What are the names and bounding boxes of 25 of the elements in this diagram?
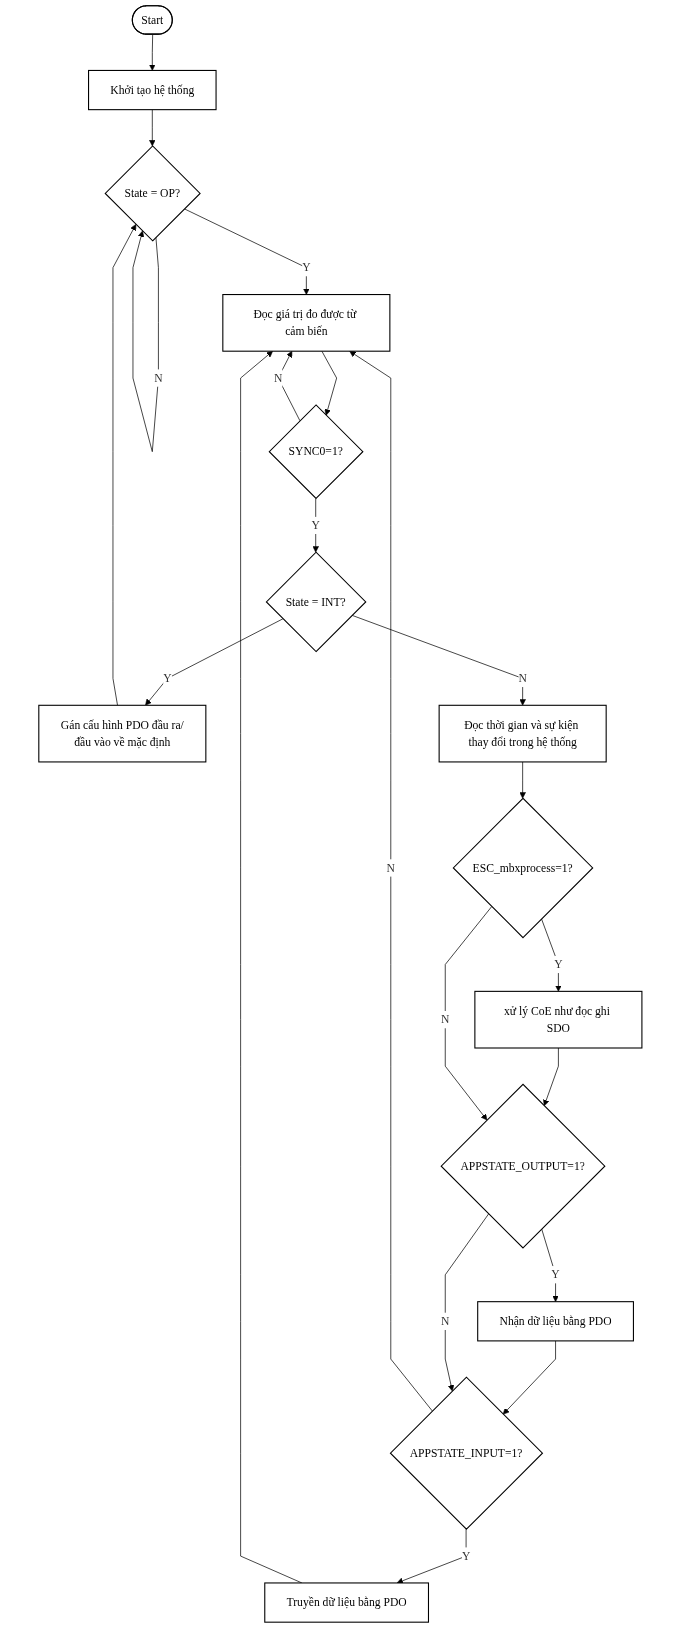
edge-label: N <box>274 371 283 384</box>
node-diamond: State = INT? <box>265 551 367 653</box>
edge-label: Y <box>163 671 172 685</box>
edge-label: N <box>518 671 527 685</box>
edge-label: Y <box>311 518 321 532</box>
node-box: Khởi tạo hệ thống <box>88 69 217 111</box>
edge-label: N <box>441 1314 450 1328</box>
edge-label: N <box>386 861 396 874</box>
node-box: Nhận dữ liệu bằng PDO <box>477 1301 635 1342</box>
node-box: Truyền dữ liệu bằng PDO <box>264 1582 430 1623</box>
node-box: Gán cấu hình PDO đầu ra/đầu vào về mặc định <box>38 704 207 763</box>
edge-label: Y <box>462 1549 471 1562</box>
node-diamond: ESC_mbxprocess=1? <box>452 797 594 939</box>
node-box: Đọc thời gian và sự kiện thay đổi trong hệ thống <box>438 704 607 763</box>
edge-label: N <box>154 371 163 384</box>
edge-label: Y <box>554 957 563 971</box>
edge-label: N <box>441 1013 450 1026</box>
node-diamond: State = OP? <box>104 145 201 242</box>
node-diamond: APPSTATE_OUTPUT=1? <box>440 1083 606 1249</box>
node-box: Đọc giá trị đo được từ cảm biến <box>222 294 391 352</box>
node-diamond: SYNC0=1? <box>268 404 364 500</box>
edge-label: Y <box>551 1268 560 1281</box>
node-box: xử lý CoE như đọc ghi SDO <box>474 990 643 1049</box>
edge-label: Y <box>302 261 311 274</box>
node-diamond: APPSTATE_INPUT=1? <box>389 1376 544 1530</box>
